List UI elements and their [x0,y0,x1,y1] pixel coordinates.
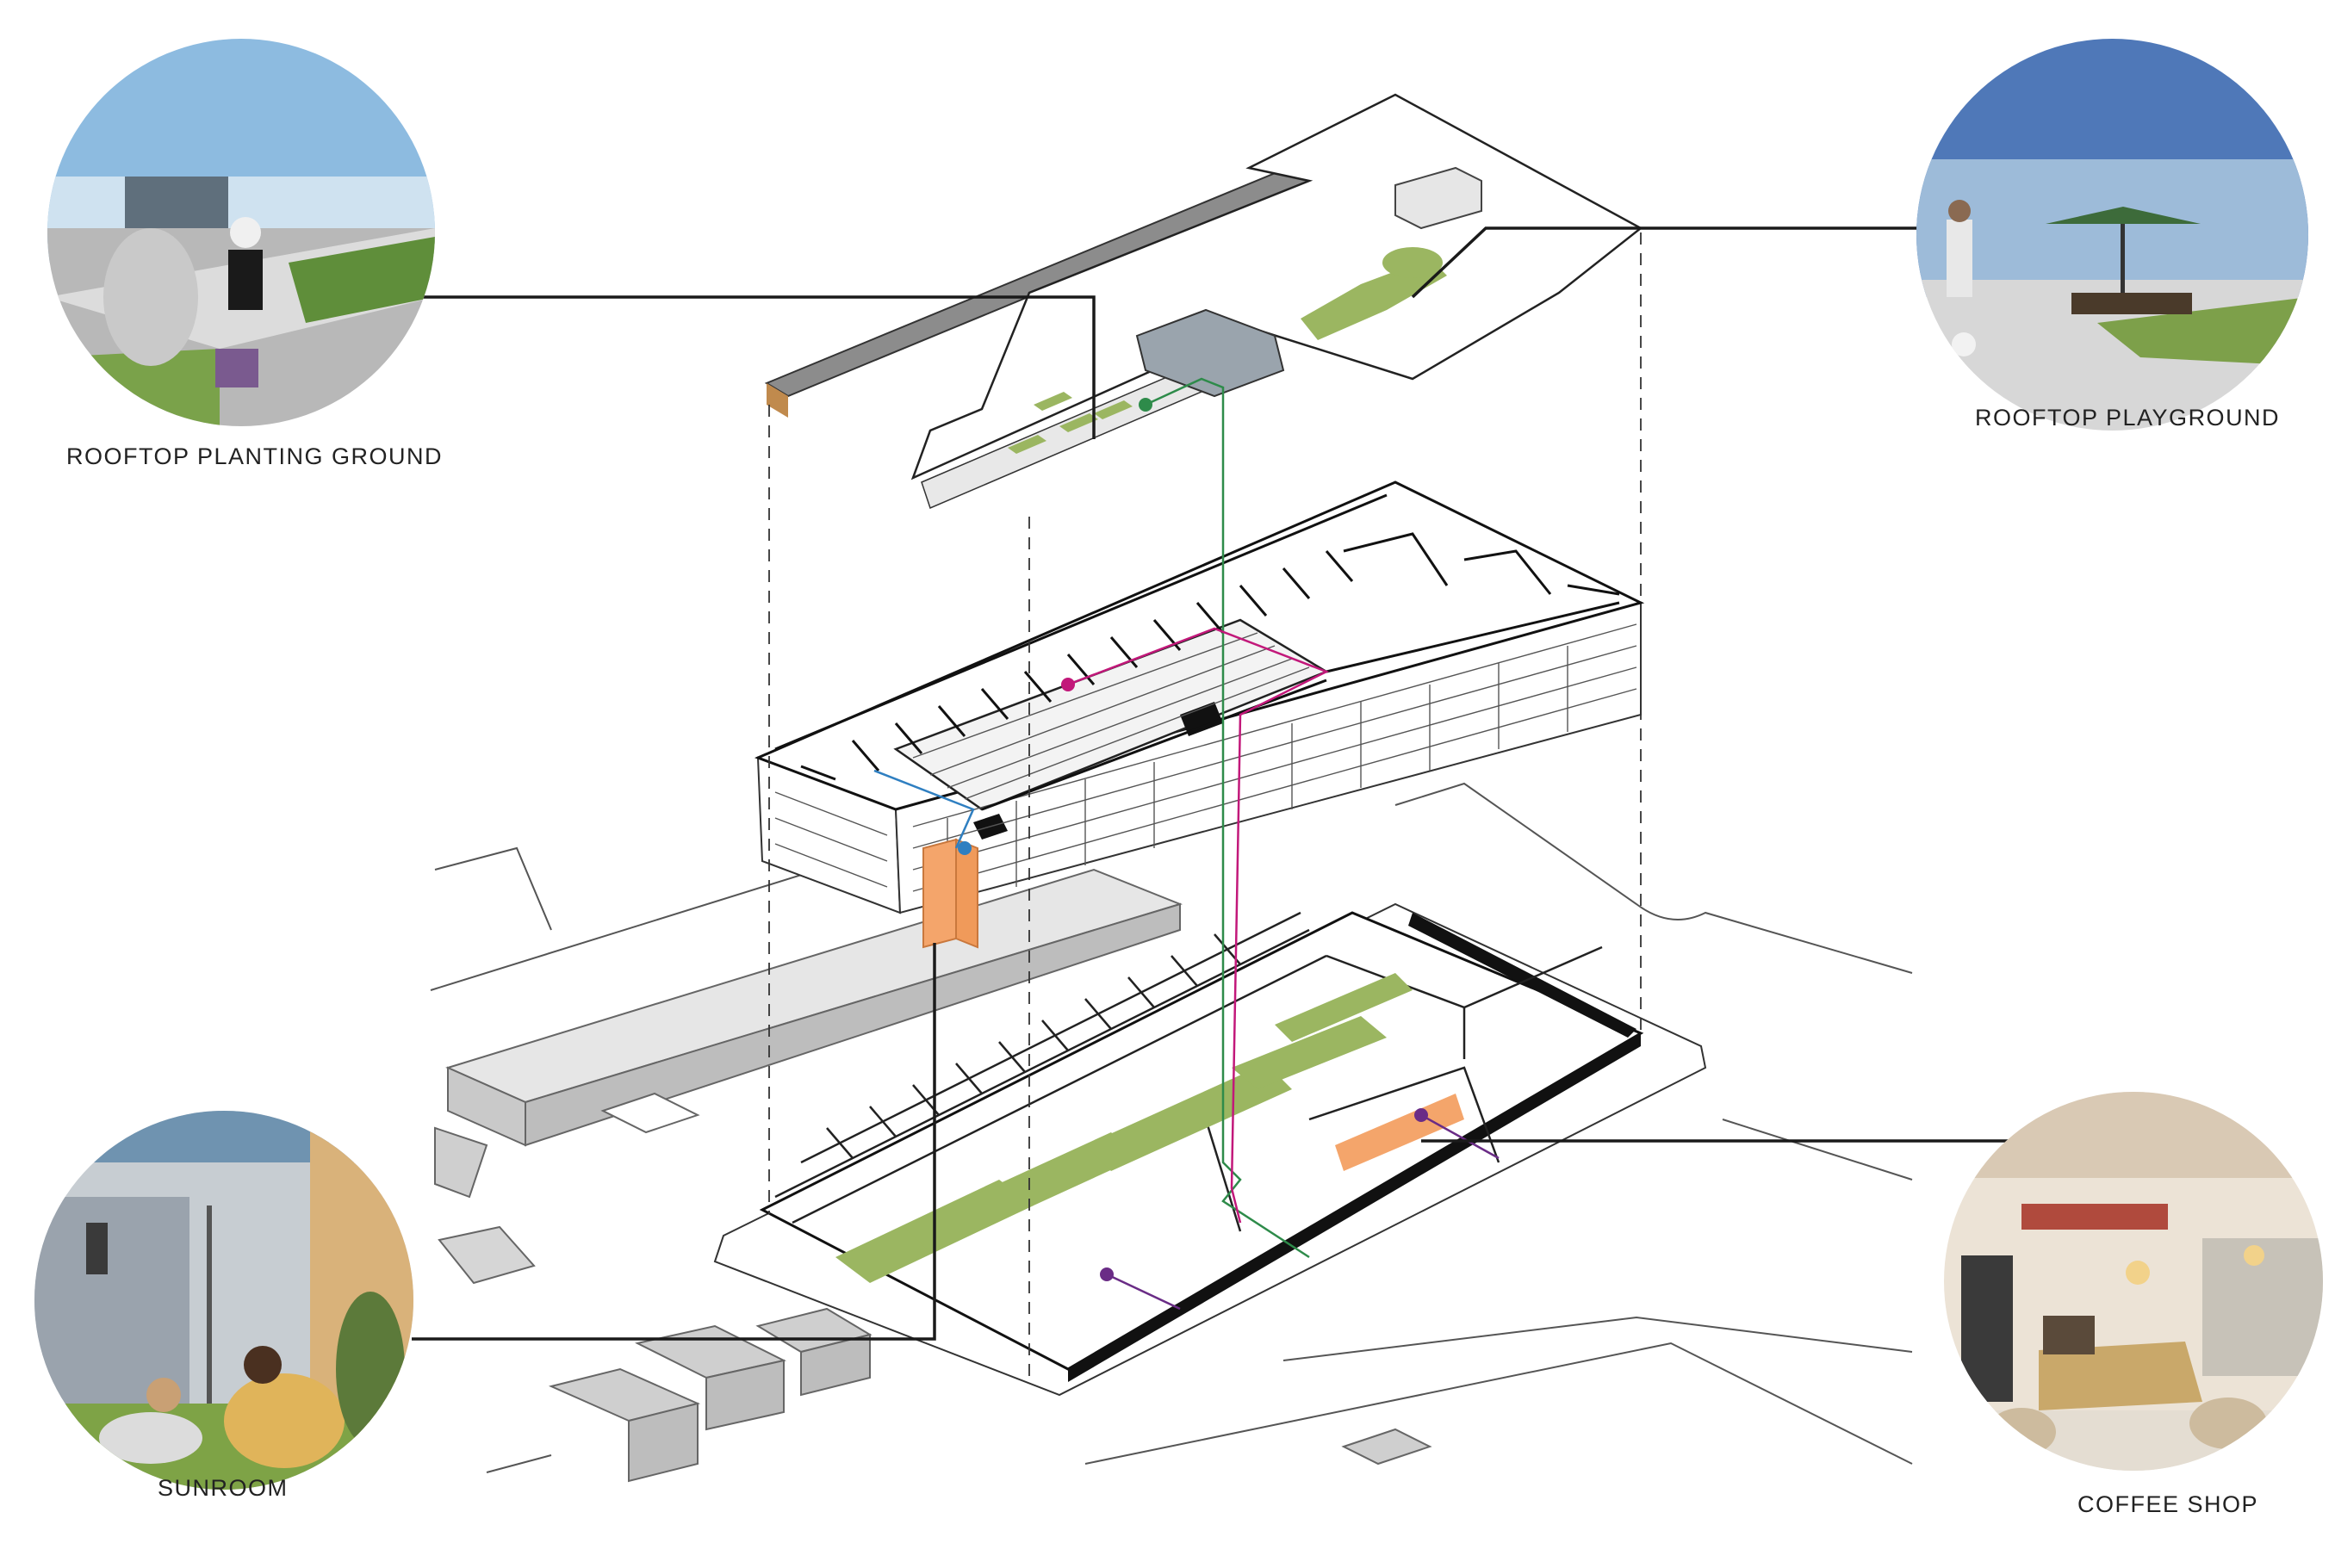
leader-rooftop-planting [407,295,1096,439]
coffee-shop-vignette [1944,1092,2323,1471]
callout-leaders [407,226,2020,1341]
residential-floors-walls [774,493,1620,811]
coffee-shop-label: COFFEE SHOP [2077,1491,2259,1517]
sunroom-label: SUNROOM [158,1475,289,1501]
rooftop-playground-vignette [1916,39,2308,431]
residential-floors-block [754,480,1645,914]
rooftop-level [764,93,1643,510]
site-context [430,782,1913,1473]
leader-rooftop-playground [1411,226,1921,299]
leader-sunroom [412,943,936,1341]
rooftop-playground-label: ROOFTOP PLAYGROUND [1975,405,2281,431]
rooftop-planting-label: ROOFTOP PLANTING GROUND [66,443,444,469]
circulation-nodes [958,398,1428,1281]
rooftop-planting-vignette [47,39,435,426]
circulation-lines [873,377,1500,1311]
sunroom-vignette [34,1111,413,1490]
neighbor-buildings [434,868,1432,1483]
stair-tower [922,838,978,949]
projection-lines [768,232,1642,1378]
ground-floor-plate [713,902,1707,1397]
